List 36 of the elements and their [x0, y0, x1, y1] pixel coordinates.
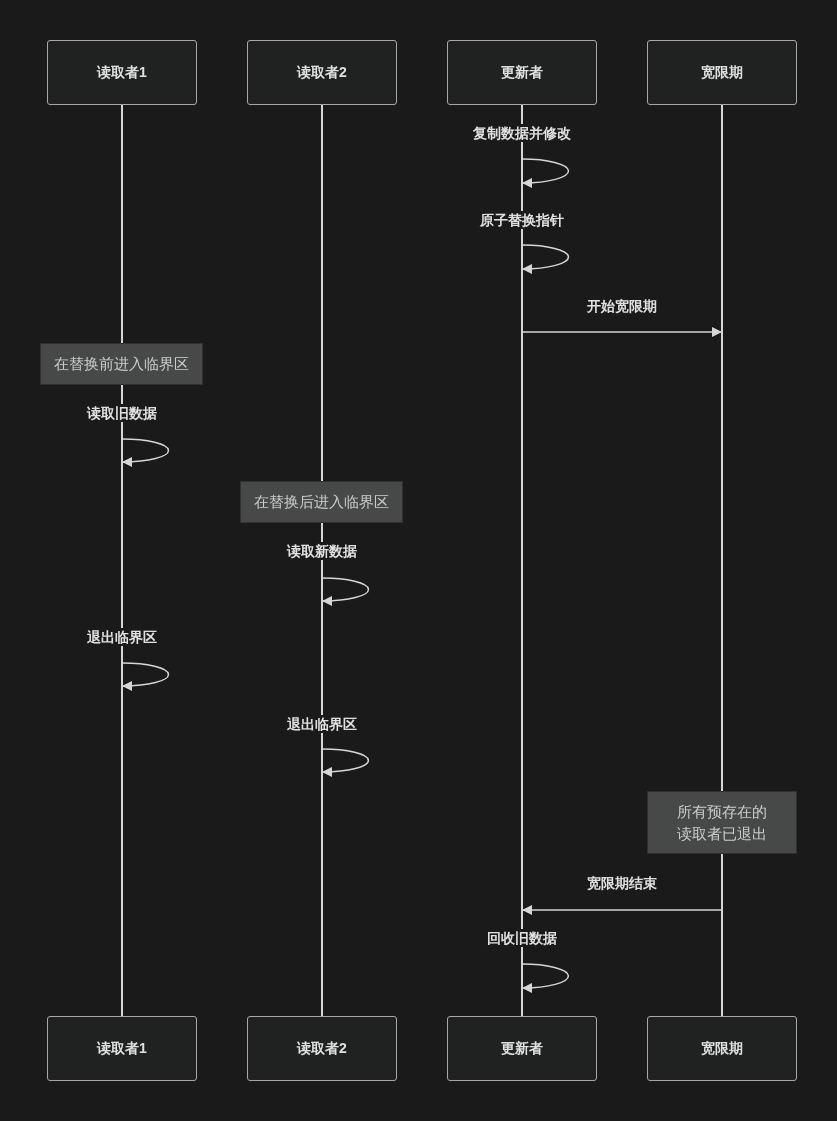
- self-loop-arrow: [121, 662, 170, 691]
- edge-label: 复制数据并修改: [471, 124, 573, 142]
- message-arrow: [521, 327, 722, 337]
- self-loop-arrow: [321, 577, 370, 606]
- self-loop-arrow: [521, 244, 570, 274]
- self-loop-arrow: [121, 438, 170, 467]
- participant-box: 读取者2: [247, 40, 397, 105]
- self-loop-arrow: [521, 963, 570, 993]
- note-box: 在替换前进入临界区: [40, 343, 203, 385]
- edge-label: 退出临界区: [85, 628, 159, 646]
- edge-label: 退出临界区: [285, 715, 359, 733]
- note-box: 所有预存在的读取者已退出: [647, 791, 797, 854]
- lifeline: [321, 523, 323, 1016]
- participant-box: 读取者2: [247, 1016, 397, 1081]
- edge-label: 回收旧数据: [485, 929, 559, 947]
- edge-label: 宽限期结束: [585, 874, 659, 892]
- message-arrow: [522, 905, 723, 915]
- edge-label: 原子替换指针: [478, 211, 566, 229]
- edge-label: 读取旧数据: [85, 404, 159, 422]
- self-loop-arrow: [521, 158, 570, 188]
- lifeline: [321, 105, 323, 481]
- lifeline: [521, 105, 523, 1016]
- lifeline: [721, 105, 723, 791]
- lifeline: [721, 854, 723, 1016]
- edge-label: 开始宽限期: [585, 297, 659, 315]
- participant-box: 读取者1: [47, 1016, 197, 1081]
- lifeline: [121, 105, 123, 343]
- self-loop-arrow: [321, 748, 370, 777]
- edge-label: 读取新数据: [285, 542, 359, 560]
- lifeline: [121, 385, 123, 1016]
- participant-box: 读取者1: [47, 40, 197, 105]
- participant-box: 宽限期: [647, 1016, 797, 1081]
- participant-box: 更新者: [447, 40, 597, 105]
- participant-box: 更新者: [447, 1016, 597, 1081]
- participant-box: 宽限期: [647, 40, 797, 105]
- note-box: 在替换后进入临界区: [240, 481, 403, 523]
